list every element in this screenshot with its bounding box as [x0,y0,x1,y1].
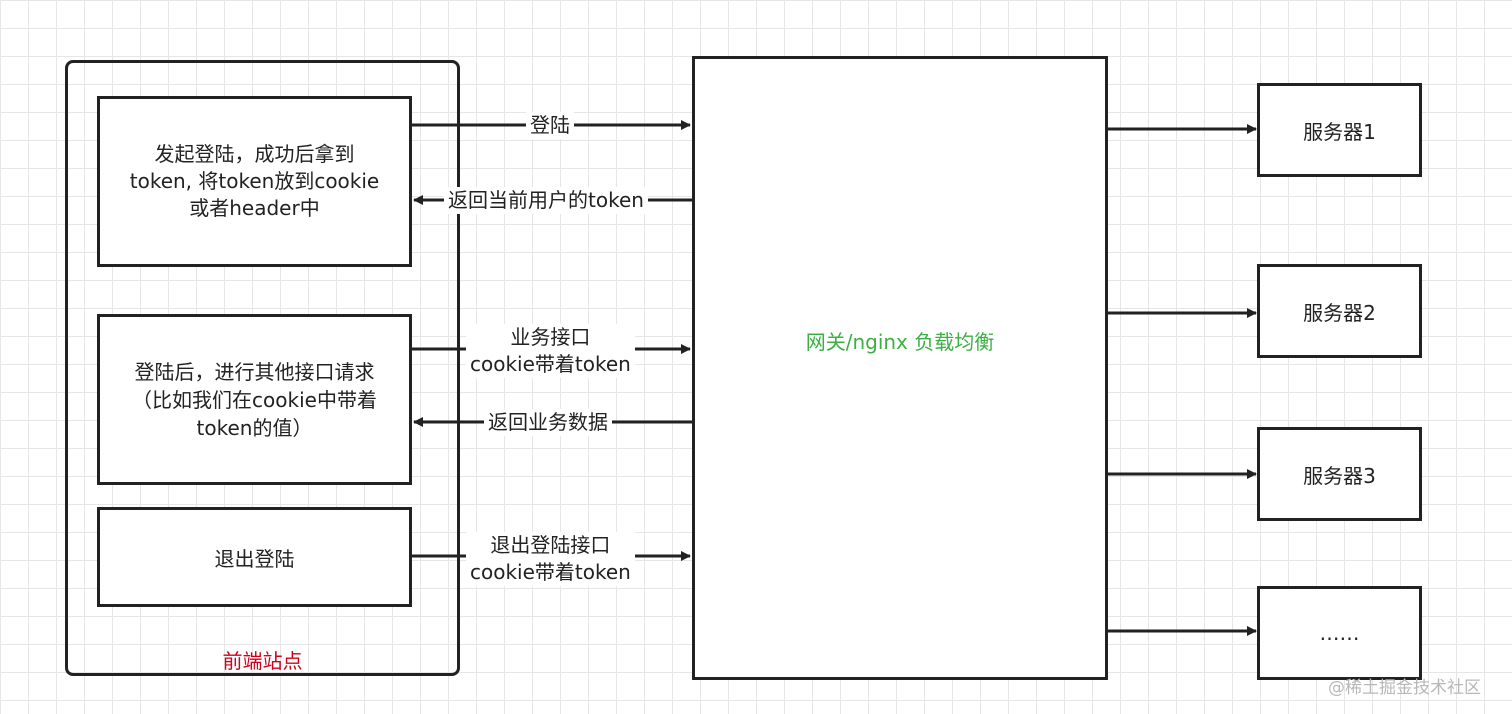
login-arrow-label: 登陆 [526,112,574,139]
server-box-1: 服务器1 [1257,83,1422,177]
server-label-more: …… [1319,621,1360,645]
frontend-site-title: 前端站点 [222,649,303,673]
frontend-site-frame [65,60,460,676]
login-step-line-3: 或者header中 [189,196,320,220]
api-request-line-3: token的值） [196,415,313,440]
server-box-3: 服务器3 [1257,427,1422,521]
logout-box: 退出登陆 [97,507,412,607]
logout-label-line-2: cookie带着token [470,560,631,584]
server-box-more: …… [1257,586,1422,680]
gateway-box: 网关/nginx 负载均衡 [692,56,1108,680]
return-data-arrow-label: 返回业务数据 [484,409,612,436]
server-label-2: 服务器2 [1303,300,1376,325]
watermark: @稀土掘金技术社区 [1328,678,1481,698]
api-request-box: 登陆后，进行其他接口请求 （比如我们在cookie中带着 token的值） [97,314,412,485]
logout-arrow-label: 退出登陆接口 cookie带着token [466,532,635,586]
server-box-2: 服务器2 [1257,264,1422,358]
biz-api-arrow-label: 业务接口 cookie带着token [466,324,635,378]
return-token-arrow-label: 返回当前用户的token [444,187,648,214]
logout-label-line-1: 退出登陆接口 [490,533,611,557]
biz-api-label-line-1: 业务接口 [510,325,591,349]
biz-api-label-line-2: cookie带着token [470,352,631,376]
gateway-label: 网关/nginx 负载均衡 [805,329,995,354]
api-request-line-1: 登陆后，进行其他接口请求 [134,359,375,384]
login-step-line-2: token, 将token放到cookie [129,169,380,193]
login-step-line-1: 发起登陆，成功后拿到 [154,142,355,166]
logout-box-label: 退出登陆 [214,546,295,571]
server-label-1: 服务器1 [1303,119,1376,144]
server-label-3: 服务器3 [1303,463,1376,488]
api-request-line-2: （比如我们在cookie中带着 [132,387,377,412]
login-step-box: 发起登陆，成功后拿到 token, 将token放到cookie 或者heade… [97,96,412,267]
